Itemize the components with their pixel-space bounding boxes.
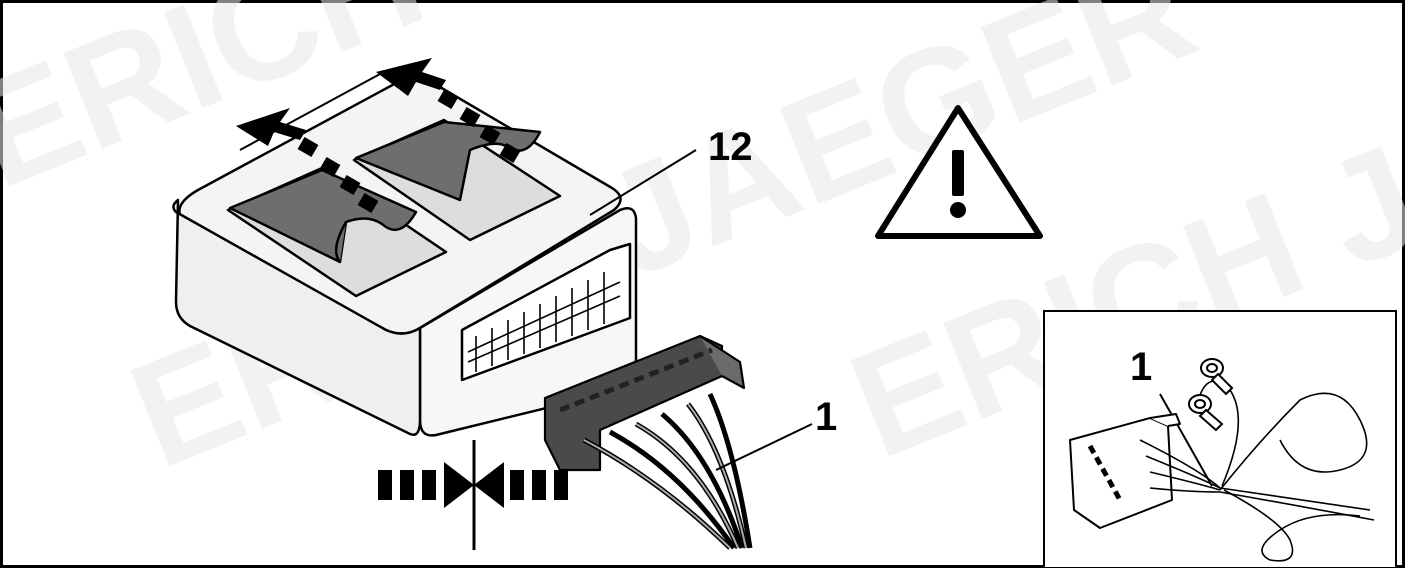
push-together-icon [378,440,568,550]
inset-ring-terminals [1188,358,1234,432]
inset-panel: 1 [1043,310,1397,568]
peel-arrows [236,58,521,214]
inset-callout-number: 1 [1130,345,1152,389]
connector-callout-number: 1 [815,395,837,439]
socket-pins [467,272,621,372]
callout-line-12 [589,149,697,216]
peel-film-left [228,168,418,264]
callout-line-1 [715,423,813,471]
peel-arrow-icon [376,58,446,96]
module-left-face [172,198,422,436]
inset-wires [1139,380,1375,562]
inset-callout-line [1159,393,1213,487]
wiring-connector [543,334,753,550]
warning-triangle-icon [875,105,1043,239]
module-callout-number: 12 [708,125,753,169]
peel-arrow-icon [236,108,306,146]
connector-housing [543,334,724,472]
control-module [172,76,638,437]
inset-connector [1069,413,1181,529]
